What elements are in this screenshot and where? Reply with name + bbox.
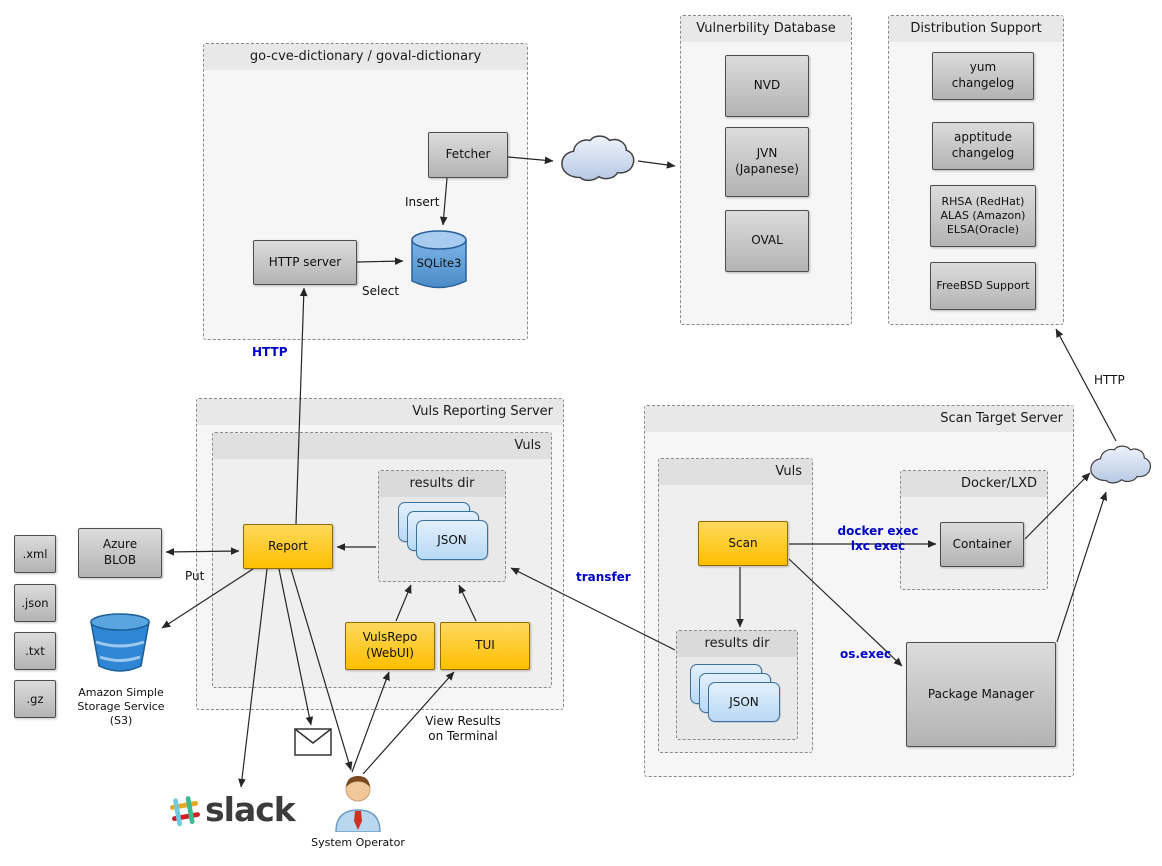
container-cve-dictionary: go-cve-dictionary / goval-dictionary: [203, 43, 528, 340]
container-vulnerability-database-title: Vulnerbility Database: [681, 16, 851, 42]
s3-caption: Amazon Simple Storage Service (S3): [77, 686, 165, 727]
node-scan: Scan: [698, 521, 788, 566]
node-azure-blob: Azure BLOB: [78, 528, 162, 578]
container-distribution-support-title: Distribution Support: [889, 16, 1063, 42]
system-operator-icon: [332, 772, 384, 833]
edge-label-insert: Insert: [405, 195, 440, 209]
node-format-json: .json: [14, 584, 56, 622]
slack-wordmark: slack: [205, 790, 296, 829]
sqlite3-database-icon: SQLite3: [408, 228, 470, 294]
node-sqlite3-label: SQLite3: [416, 256, 462, 270]
container-reporting-server-title: Vuls Reporting Server: [197, 399, 563, 425]
view-results-label: View Results on Terminal: [425, 714, 501, 743]
node-rhsa-alas-elsa: RHSA (RedHat) ALAS (Amazon) ELSA(Oracle): [930, 185, 1036, 247]
json-card-front: JSON: [416, 520, 488, 560]
node-freebsd-support: FreeBSD Support: [930, 262, 1036, 310]
edge-label-select: Select: [362, 284, 400, 298]
container-scan-target-server-title: Scan Target Server: [645, 406, 1073, 432]
node-vulsrepo-webui: VulsRepo (WebUI): [345, 622, 435, 670]
edge-label-transfer: transfer: [576, 570, 631, 584]
system-operator-caption: System Operator: [311, 836, 405, 849]
node-fetcher: Fetcher: [428, 132, 508, 178]
container-reporting-vuls-title: Vuls: [213, 433, 551, 459]
container-scan-vuls-title: Vuls: [659, 459, 812, 485]
edge-label-http-report: HTTP: [252, 345, 288, 359]
node-http-server: HTTP server: [253, 240, 357, 285]
node-package-manager: Package Manager: [906, 642, 1056, 747]
node-nvd: NVD: [725, 55, 809, 117]
node-report: Report: [243, 524, 333, 569]
node-tui: TUI: [440, 622, 530, 670]
container-scan-results-dir-title: results dir: [677, 631, 797, 657]
internet-cloud-icon: [1086, 442, 1154, 490]
slack-logo-icon: [168, 794, 202, 828]
node-format-gz: .gz: [14, 680, 56, 718]
node-container: Container: [940, 522, 1024, 567]
edge-label-put: Put: [185, 569, 205, 583]
container-cve-dictionary-title: go-cve-dictionary / goval-dictionary: [204, 44, 527, 70]
json-card-front: JSON: [708, 682, 780, 722]
edge-label-http-dist: HTTP: [1094, 373, 1125, 387]
edge-label-os-exec: os.exec: [840, 647, 892, 661]
container-docker-lxd-title: Docker/LXD: [901, 471, 1047, 497]
node-yum-changelog: yum changelog: [932, 52, 1034, 100]
node-format-txt: .txt: [14, 632, 56, 670]
node-oval: OVAL: [725, 210, 809, 272]
edge-label-docker-exec: docker exec lxc exec: [837, 524, 919, 553]
container-reporting-results-dir-title: results dir: [379, 471, 505, 497]
node-format-xml: .xml: [14, 535, 56, 573]
node-apptitude-changelog: apptitude changelog: [932, 122, 1034, 170]
node-jvn: JVN (Japanese): [725, 127, 809, 197]
edge-cloud-to-vulndb: [637, 160, 676, 169]
internet-cloud-icon: [556, 134, 638, 186]
s3-bucket-icon: [88, 612, 152, 674]
email-envelope-icon: [294, 728, 332, 756]
